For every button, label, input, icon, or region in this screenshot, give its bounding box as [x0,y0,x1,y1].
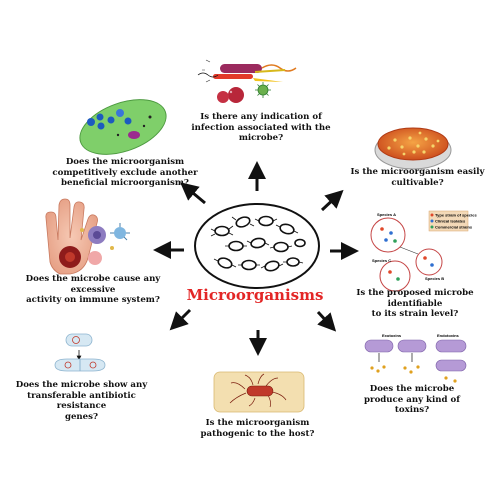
arrow-top-left [180,182,206,205]
exotoxins-label: Exotoxins [382,333,402,338]
strain-identification-illustration: Type strain of species Clinical Isolates… [370,210,477,292]
species-c-label: Species C [372,258,391,263]
question-immune-activity: Does the microbe cause any excessive act… [25,274,161,305]
species-b-label: Species B [425,276,444,281]
arrows [153,161,359,356]
question-competitive-exclusion: Does the microorganism competitively exc… [52,157,198,188]
question-cultivable: Is the microorganism easily cultivable? [350,167,485,188]
question-infection: Is there any indication of infection ass… [191,112,331,143]
arrow-bottom-right [316,310,337,332]
immune-system-illustration [45,198,130,275]
strain-legend-3: Commercial strains [435,225,473,230]
question-pathogenic: Is the microorganism pathogenic to the h… [200,418,315,439]
question-strain-level: Is the proposed microbe identifiable to … [356,288,474,319]
infection-microbes-illustration [197,59,297,103]
strain-legend-2: Clinical Isolates [435,219,466,224]
center-title: Microorganisms [186,286,324,304]
antibiotic-resistance-illustration [54,333,106,372]
petri-dish-illustration [374,127,452,170]
endotoxins-label: Endotoxins [437,333,460,338]
arrow-bottom-left [169,308,192,331]
arrow-top-right [320,189,344,212]
competitive-exclusion-illustration [79,99,167,155]
question-toxins: Does the microbe produce any kind of tox… [364,384,460,415]
central-microbe-ellipse [194,203,320,289]
question-antibiotic-resistance: Does the microbe show any transferable a… [15,380,148,422]
toxin-production-illustration: Exotoxins Endotoxins [364,333,467,383]
pathogen-host-illustration [213,371,305,413]
strain-legend-1: Type strain of species [435,213,477,218]
species-a-label: Species A [377,212,396,217]
